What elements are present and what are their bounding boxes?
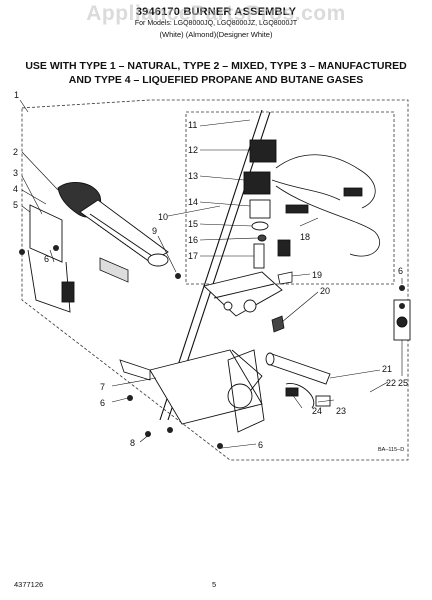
screw-icon bbox=[167, 427, 173, 433]
callout-3: 3 bbox=[13, 168, 18, 178]
callout-20: 20 bbox=[320, 286, 330, 296]
callout-labels: 1 2 3 4 5 6 7 6 8 9 10 11 12 13 14 15 16… bbox=[13, 90, 408, 450]
orifice bbox=[271, 315, 285, 333]
page-number: 5 bbox=[212, 580, 217, 589]
color-options: (White) (Almond)(Designer White) bbox=[159, 30, 273, 39]
callout-24: 24 bbox=[312, 406, 322, 416]
shutoff-bracket bbox=[393, 299, 411, 341]
callout-5: 5 bbox=[13, 200, 18, 210]
valve-detail-box bbox=[185, 111, 395, 285]
assembly-outline bbox=[21, 99, 409, 461]
callout-9: 9 bbox=[152, 226, 157, 236]
gas-type-usage-line-2: AND TYPE 4 – LIQUEFIED PROPANE AND BUTAN… bbox=[68, 74, 364, 86]
burner-bracket bbox=[27, 204, 75, 313]
callout-17: 17 bbox=[188, 251, 198, 261]
callout-6: 6 bbox=[44, 254, 49, 264]
leader-lines bbox=[19, 99, 403, 449]
screw-icon bbox=[399, 285, 405, 291]
callout-4: 4 bbox=[13, 184, 18, 194]
screw-icon bbox=[19, 249, 25, 255]
callout-21: 21 bbox=[382, 364, 392, 374]
callout-11: 11 bbox=[188, 120, 197, 130]
callout-7: 7 bbox=[100, 382, 105, 392]
screw-icon bbox=[127, 395, 133, 401]
igniter-plate bbox=[99, 257, 129, 283]
gas-valve-assembly bbox=[203, 139, 283, 317]
callout-12: 12 bbox=[188, 145, 198, 155]
callout-16: 16 bbox=[188, 235, 198, 245]
callout-14: 14 bbox=[188, 197, 198, 207]
wire-harness bbox=[271, 154, 381, 257]
callout-22: 22 bbox=[386, 378, 396, 388]
screw-icon bbox=[53, 245, 59, 251]
diagram-code: BA–115–D bbox=[378, 447, 405, 453]
callout-1: 1 bbox=[14, 90, 19, 100]
diagram-title: 3946170 BURNER ASSEMBLY bbox=[135, 6, 297, 18]
screw-icon bbox=[217, 443, 223, 449]
part-number: 4377126 bbox=[14, 580, 44, 589]
model-numbers: For Models: LGQ8000JQ, LGQ8000JZ, LGQ800… bbox=[134, 20, 298, 27]
callout-6d: 6 bbox=[258, 440, 263, 450]
callout-18: 18 bbox=[300, 232, 310, 242]
screw-icon bbox=[399, 303, 405, 309]
gas-pipe bbox=[265, 352, 331, 409]
screws bbox=[19, 245, 405, 449]
callout-6b: 6 bbox=[100, 398, 105, 408]
callout-19: 19 bbox=[312, 270, 322, 280]
callout-8: 8 bbox=[130, 438, 135, 448]
screw-icon bbox=[175, 273, 181, 279]
screw-icon bbox=[145, 431, 151, 437]
callout-2: 2 bbox=[13, 147, 18, 157]
callout-15: 15 bbox=[188, 219, 198, 229]
callout-13: 13 bbox=[188, 171, 198, 181]
burner-tube bbox=[57, 181, 169, 267]
wire-clip bbox=[277, 271, 293, 285]
gas-type-usage-line-1: USE WITH TYPE 1 – NATURAL, TYPE 2 – MIXE… bbox=[25, 60, 407, 72]
callout-10: 10 bbox=[158, 212, 168, 222]
callout-6c: 6 bbox=[398, 266, 403, 276]
callout-25: 25 bbox=[398, 378, 408, 388]
callout-23: 23 bbox=[336, 406, 346, 416]
